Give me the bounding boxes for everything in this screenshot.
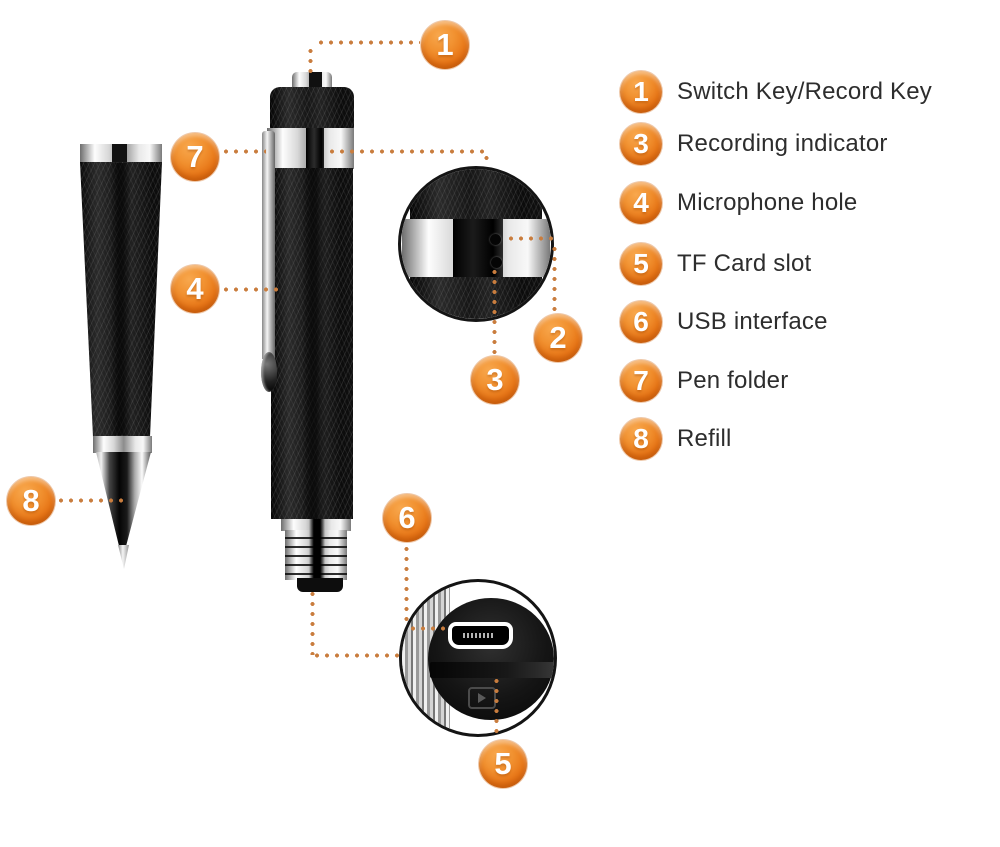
leader-line-tfcard-v <box>494 676 499 738</box>
callout-badge-3: 3 <box>471 356 519 404</box>
leader-line-switch-h <box>316 40 420 45</box>
usb-port-contacts <box>463 633 493 638</box>
leader-line-inset1-entry <box>484 153 489 166</box>
legend-label: TF Card slot <box>677 250 812 277</box>
legend-label: Recording indicator <box>677 130 888 157</box>
legend-badge: 5 <box>620 243 662 285</box>
leader-line-penend-h <box>312 653 401 658</box>
leader-line-michole-v <box>492 267 497 356</box>
legend-badge: 4 <box>620 182 662 224</box>
legend-badge: 6 <box>620 301 662 343</box>
legend-item: 4 Microphone hole <box>620 181 857 225</box>
barrel-seam <box>110 163 132 435</box>
legend-item: 1 Switch Key/Record Key <box>620 70 932 114</box>
legend-badge: 7 <box>620 360 662 402</box>
recording-indicator-hole <box>490 234 501 245</box>
pen-clip-ball <box>261 352 277 392</box>
leader-line-switch-v <box>308 46 313 76</box>
barrel-top-ring-notch <box>112 144 127 163</box>
pen-cap-top <box>270 87 354 130</box>
pen-clip <box>262 131 275 359</box>
tf-card-slot-bar <box>430 662 554 678</box>
pen-center-band-stripe <box>306 128 324 169</box>
leader-line-mic <box>221 287 282 292</box>
leader-line-band-right <box>327 149 484 154</box>
callout-badge-7: 7 <box>171 133 219 181</box>
callout-badge-1: 1 <box>421 21 469 69</box>
leader-line-usb-h <box>408 626 449 631</box>
leader-line-indicator-h <box>506 236 555 241</box>
legend-label: Microphone hole <box>677 189 858 216</box>
callout-badge-5: 5 <box>479 740 527 788</box>
legend-label: Switch Key/Record Key <box>677 78 932 105</box>
eject-icon-triangle <box>478 693 486 703</box>
leader-line-refill <box>56 498 127 503</box>
leader-line-usb-v <box>404 544 409 627</box>
legend-label: Refill <box>677 425 732 452</box>
legend-badge: 3 <box>620 123 662 165</box>
legend-item: 6 USB interface <box>620 300 828 344</box>
legend-item: 5 TF Card slot <box>620 242 811 286</box>
pen-body-seam <box>302 168 326 519</box>
pen-bottom-stripe <box>309 519 325 579</box>
usb-end-cap <box>297 578 343 592</box>
leader-line-indicator-v <box>552 244 557 312</box>
barrel-lower-ring <box>93 436 152 453</box>
callout-badge-2: 2 <box>534 314 582 362</box>
microphone-hole <box>491 257 502 268</box>
inset-body-section <box>410 277 542 319</box>
legend-item: 8 Refill <box>620 417 732 461</box>
legend-badge: 1 <box>620 71 662 113</box>
legend-item: 7 Pen folder <box>620 359 788 403</box>
legend-item: 3 Recording indicator <box>620 122 888 166</box>
leader-line-clip-left <box>221 149 266 154</box>
refill-tip <box>118 545 129 569</box>
legend-label: USB interface <box>677 308 828 335</box>
pen-end-face <box>428 598 554 720</box>
legend-badge: 8 <box>620 418 662 460</box>
detail-inset-usb <box>399 579 557 737</box>
leader-line-penend-v <box>310 589 315 655</box>
inset-cap-section <box>410 169 542 222</box>
eject-icon <box>468 687 496 709</box>
legend-label: Pen folder <box>677 367 789 394</box>
callout-badge-8: 8 <box>7 477 55 525</box>
detail-inset-indicator <box>398 166 554 322</box>
usb-port <box>448 622 513 649</box>
callout-badge-6: 6 <box>383 494 431 542</box>
callout-badge-4: 4 <box>171 265 219 313</box>
push-button-notch <box>309 72 322 89</box>
